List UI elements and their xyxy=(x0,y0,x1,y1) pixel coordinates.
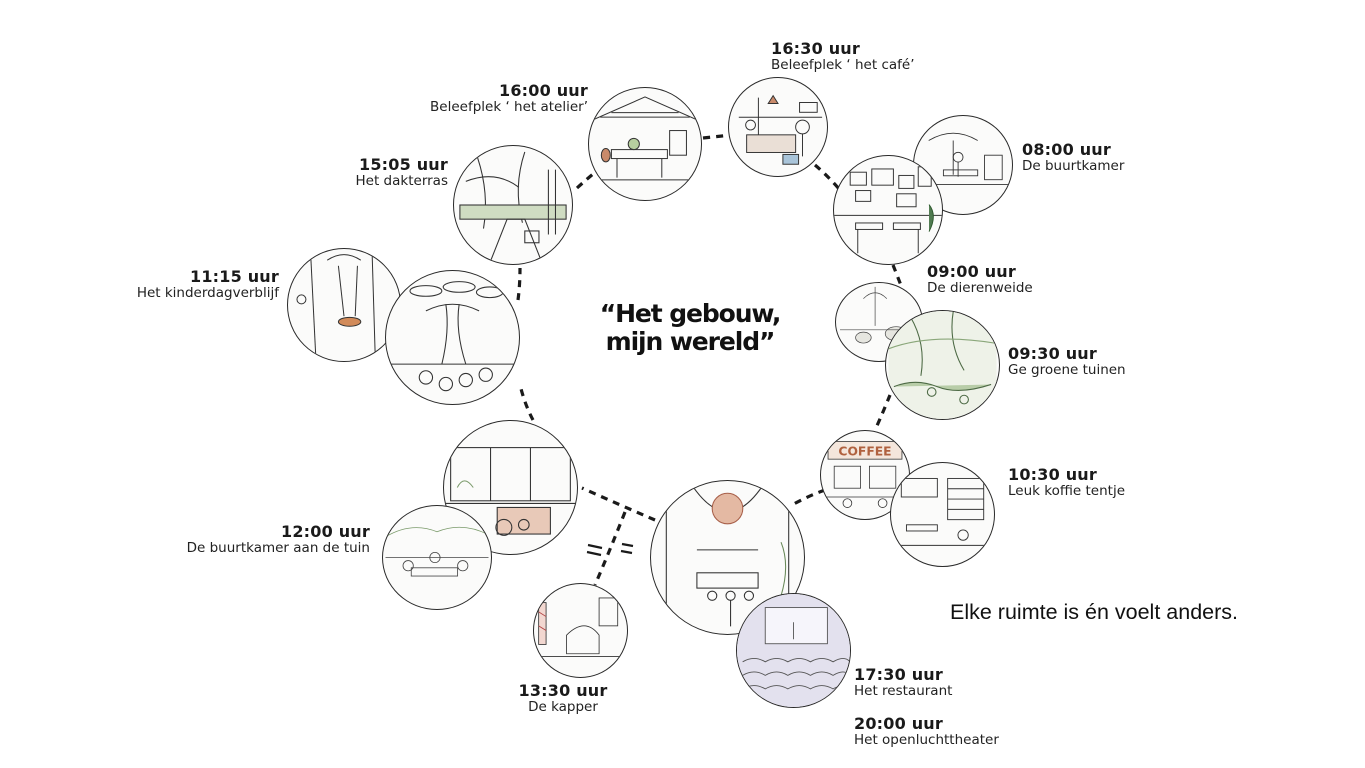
kinderdagverblijf-interior-sketch xyxy=(385,270,520,405)
equals-mark-2 xyxy=(586,550,602,557)
connector-buurtkamer-dierenweide xyxy=(891,264,904,289)
moment-time: 12:00 uur xyxy=(281,522,370,541)
moment-place: De buurtkamer aan de tuin xyxy=(186,540,370,557)
buurtkamer-tuin-interior-sketch xyxy=(443,420,578,555)
moment-place: De kapper xyxy=(528,699,598,716)
groene-tuinen-sketch xyxy=(885,310,1000,420)
connector-koffie-restaurant xyxy=(791,488,826,507)
moment-time: 08:00 uur xyxy=(1022,140,1111,159)
moment-time: 09:00 uur xyxy=(927,262,1016,281)
moment-place: Het openluchttheater xyxy=(854,732,999,749)
connector-cafe-buurtkamer xyxy=(813,163,842,192)
buurtkamer-tuin-outdoor-sketch xyxy=(382,505,492,610)
moment-place: Het restaurant xyxy=(854,683,953,700)
moment-label-1030: 10:30 uur Leuk koffie tentje xyxy=(1008,465,1126,500)
atelier-sketch xyxy=(588,87,702,201)
connector-restaurant-hub xyxy=(581,486,656,522)
equals-mark-1 xyxy=(587,543,603,550)
center-title-line-1: “Het gebouw, xyxy=(599,299,782,328)
moment-label-1730: 17:30 uur Het restaurant xyxy=(854,665,953,700)
moment-place: Het dakterras xyxy=(355,173,448,190)
moment-label-1330: 13:30 uur De kapper xyxy=(503,681,623,716)
kinderdagverblijf-swing-sketch xyxy=(287,248,401,362)
moment-time: 16:30 uur xyxy=(771,39,860,58)
connector-kinder-dakterras xyxy=(516,267,522,301)
cafe-sketch xyxy=(728,77,828,177)
connector-buurtkamer-tuin-kinder xyxy=(518,384,535,421)
equals-mark-4 xyxy=(620,549,633,555)
moment-place: De buurtkamer xyxy=(1022,158,1125,175)
connector-hub-kapper xyxy=(593,511,627,586)
moment-label-1600: 16:00 uur Beleefplek ‘ het atelier’ xyxy=(430,81,588,116)
moment-time: 09:30 uur xyxy=(1008,344,1097,363)
moment-place: Het kinderdagverblijf xyxy=(136,285,279,302)
moment-label-2000: 20:00 uur Het openluchttheater xyxy=(854,714,999,749)
moment-label-1630: 16:30 uur Beleefplek ‘ het café’ xyxy=(771,39,915,74)
moment-place: Beleefplek ‘ het café’ xyxy=(771,57,915,74)
moment-place: Beleefplek ‘ het atelier’ xyxy=(430,99,588,116)
moment-time: 11:15 uur xyxy=(190,267,279,286)
moment-time: 10:30 uur xyxy=(1008,465,1097,484)
tagline: Elke ruimte is én voelt anders. xyxy=(950,600,1238,624)
moment-label-0900: 09:00 uur De dierenweide xyxy=(927,262,1033,297)
coffee-sign-text: COFFEE xyxy=(838,445,891,459)
center-title-line-2: mijn wereld” xyxy=(605,327,776,356)
connector-tuinen-koffie xyxy=(874,394,892,429)
openluchttheater-sketch xyxy=(736,593,851,708)
moment-time: 20:00 uur xyxy=(854,714,943,733)
center-title: “Het gebouw, mijn wereld” xyxy=(565,300,815,356)
moment-time: 17:30 uur xyxy=(854,665,943,684)
moment-label-1115: 11:15 uur Het kinderdagverblijf xyxy=(136,267,279,302)
dakterras-sketch xyxy=(453,145,573,265)
moment-time: 15:05 uur xyxy=(359,155,448,174)
moment-place: Ge groene tuinen xyxy=(1008,362,1126,379)
moment-label-1505: 15:05 uur Het dakterras xyxy=(355,155,448,190)
moment-time: 13:30 uur xyxy=(518,681,608,700)
moment-place: De dierenweide xyxy=(927,280,1033,297)
connector-atelier-cafe xyxy=(702,132,741,140)
buurtkamer-interior-sketch xyxy=(833,155,943,265)
equals-mark-3 xyxy=(621,542,634,548)
moment-label-0800: 08:00 uur De buurtkamer xyxy=(1022,140,1125,175)
moment-label-1200: 12:00 uur De buurtkamer aan de tuin xyxy=(186,522,370,557)
moment-time: 16:00 uur xyxy=(499,81,588,100)
moment-place: Leuk koffie tentje xyxy=(1008,483,1126,500)
kapper-sketch xyxy=(533,583,628,678)
koffie-interior-sketch xyxy=(890,462,995,567)
connector-dakterras-atelier xyxy=(575,168,599,190)
moment-label-0930: 09:30 uur Ge groene tuinen xyxy=(1008,344,1126,379)
